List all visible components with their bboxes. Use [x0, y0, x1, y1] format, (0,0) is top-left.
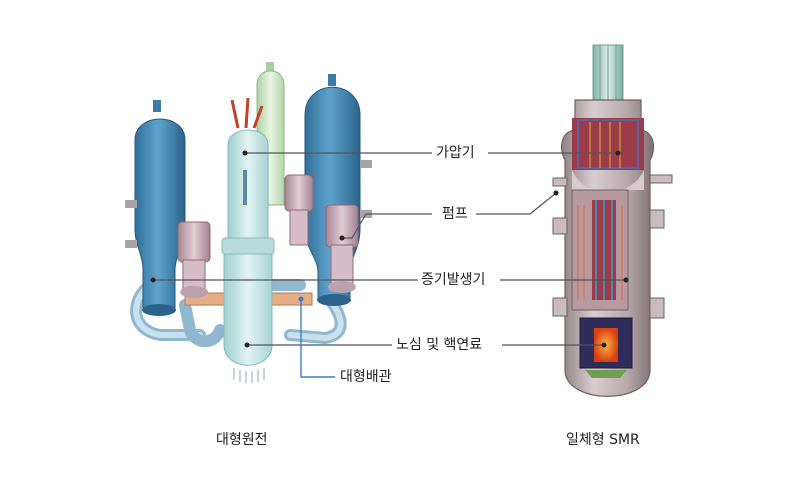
leader-lines	[150, 150, 629, 348]
label-steam-generator: 증기발생기	[421, 272, 486, 288]
smr-cutaway-interior	[572, 118, 644, 170]
smr-nozzles	[552, 174, 673, 319]
integral-smr-illustration	[552, 44, 673, 397]
pump-front-left	[177, 221, 211, 298]
leader-large-piping	[300, 299, 335, 378]
steam-generator-left	[125, 100, 186, 316]
pump-back	[284, 174, 314, 246]
label-large-piping: 대형배관	[340, 369, 392, 385]
label-pump: 펌프	[442, 206, 468, 222]
caption-integral-smr: 일체형 SMR	[566, 432, 640, 448]
label-pressurizer: 가압기	[436, 145, 475, 161]
reactor-vessel	[221, 97, 275, 383]
reactor-coolant-pumps	[177, 174, 359, 298]
leader-pump	[342, 213, 432, 239]
label-core-fuel: 노심 및 핵연료	[396, 337, 483, 353]
leader-pump-smr	[476, 192, 557, 215]
pump-front-right	[325, 204, 359, 293]
large-reactor-illustration	[125, 62, 372, 383]
caption-large-reactor: 대형원전	[216, 432, 268, 448]
